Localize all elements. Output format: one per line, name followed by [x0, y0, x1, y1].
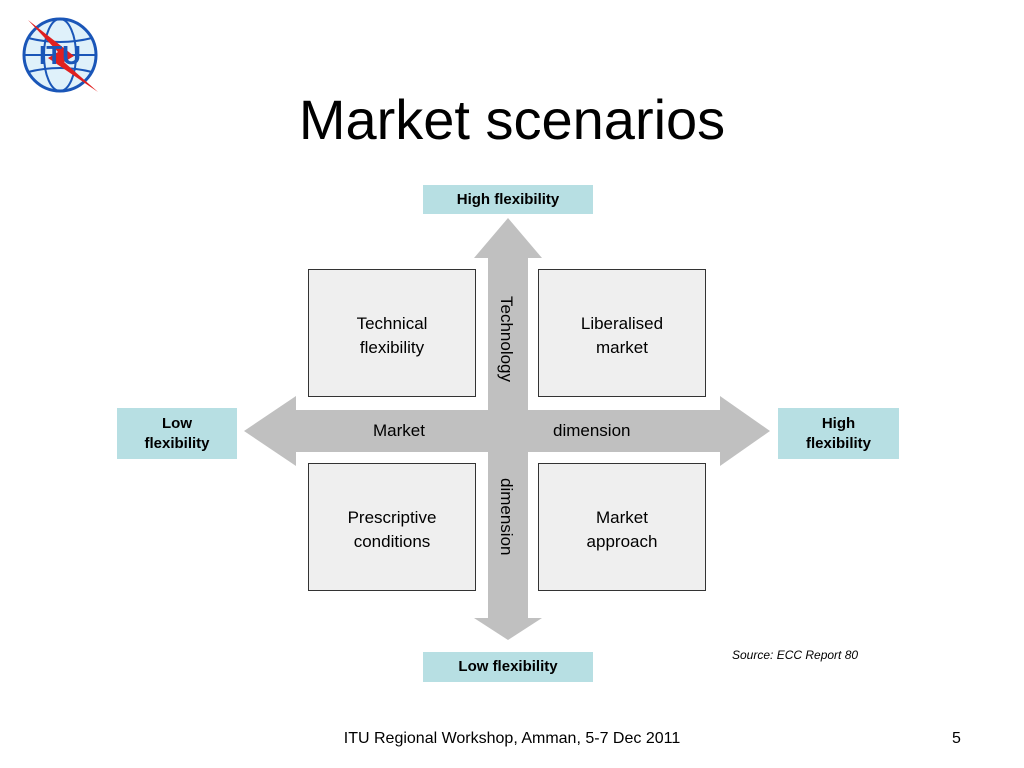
vertical-axis-word-technology: Technology: [497, 296, 516, 383]
horizontal-axis-word-market: Market: [373, 421, 425, 440]
axis-label-right: High flexibility: [778, 408, 899, 459]
horizontal-axis-word-dimension: dimension: [553, 421, 631, 440]
logo-text: ITU: [39, 40, 81, 70]
quadrant-line: flexibility: [359, 338, 425, 357]
quadrant-line: conditions: [353, 532, 431, 551]
quadrant-line: Market: [596, 508, 648, 527]
quadrant-line: Prescriptive: [347, 508, 437, 527]
axis-label-bottom: Low flexibility: [423, 652, 593, 682]
slide-title: Market scenarios: [298, 88, 726, 151]
footer-text: ITU Regional Workshop, Amman, 5-7 Dec 20…: [343, 730, 681, 747]
itu-logo-icon: ITU: [22, 17, 98, 93]
axis-label-left: Low flexibility: [117, 408, 237, 459]
quadrant-line: Technical: [356, 314, 428, 333]
quadrant-line: approach: [586, 532, 658, 551]
quadrant-prescriptive-conditions: Prescriptive conditions: [308, 463, 476, 591]
axis-label-top: High flexibility: [423, 185, 593, 214]
page-number: 5: [952, 730, 961, 747]
horizontal-arrow: [244, 396, 770, 466]
quadrant-market-approach: Market approach: [538, 463, 706, 591]
source-citation: Source: ECC Report 80: [732, 648, 859, 662]
vertical-axis-word-dimension: dimension: [497, 478, 516, 556]
quadrant-technical-flexibility: Technical flexibility: [308, 269, 476, 397]
quadrant-line: market: [596, 338, 648, 357]
quadrant-liberalised-market: Liberalised market: [538, 269, 706, 397]
quadrant-line: Liberalised: [580, 314, 664, 333]
